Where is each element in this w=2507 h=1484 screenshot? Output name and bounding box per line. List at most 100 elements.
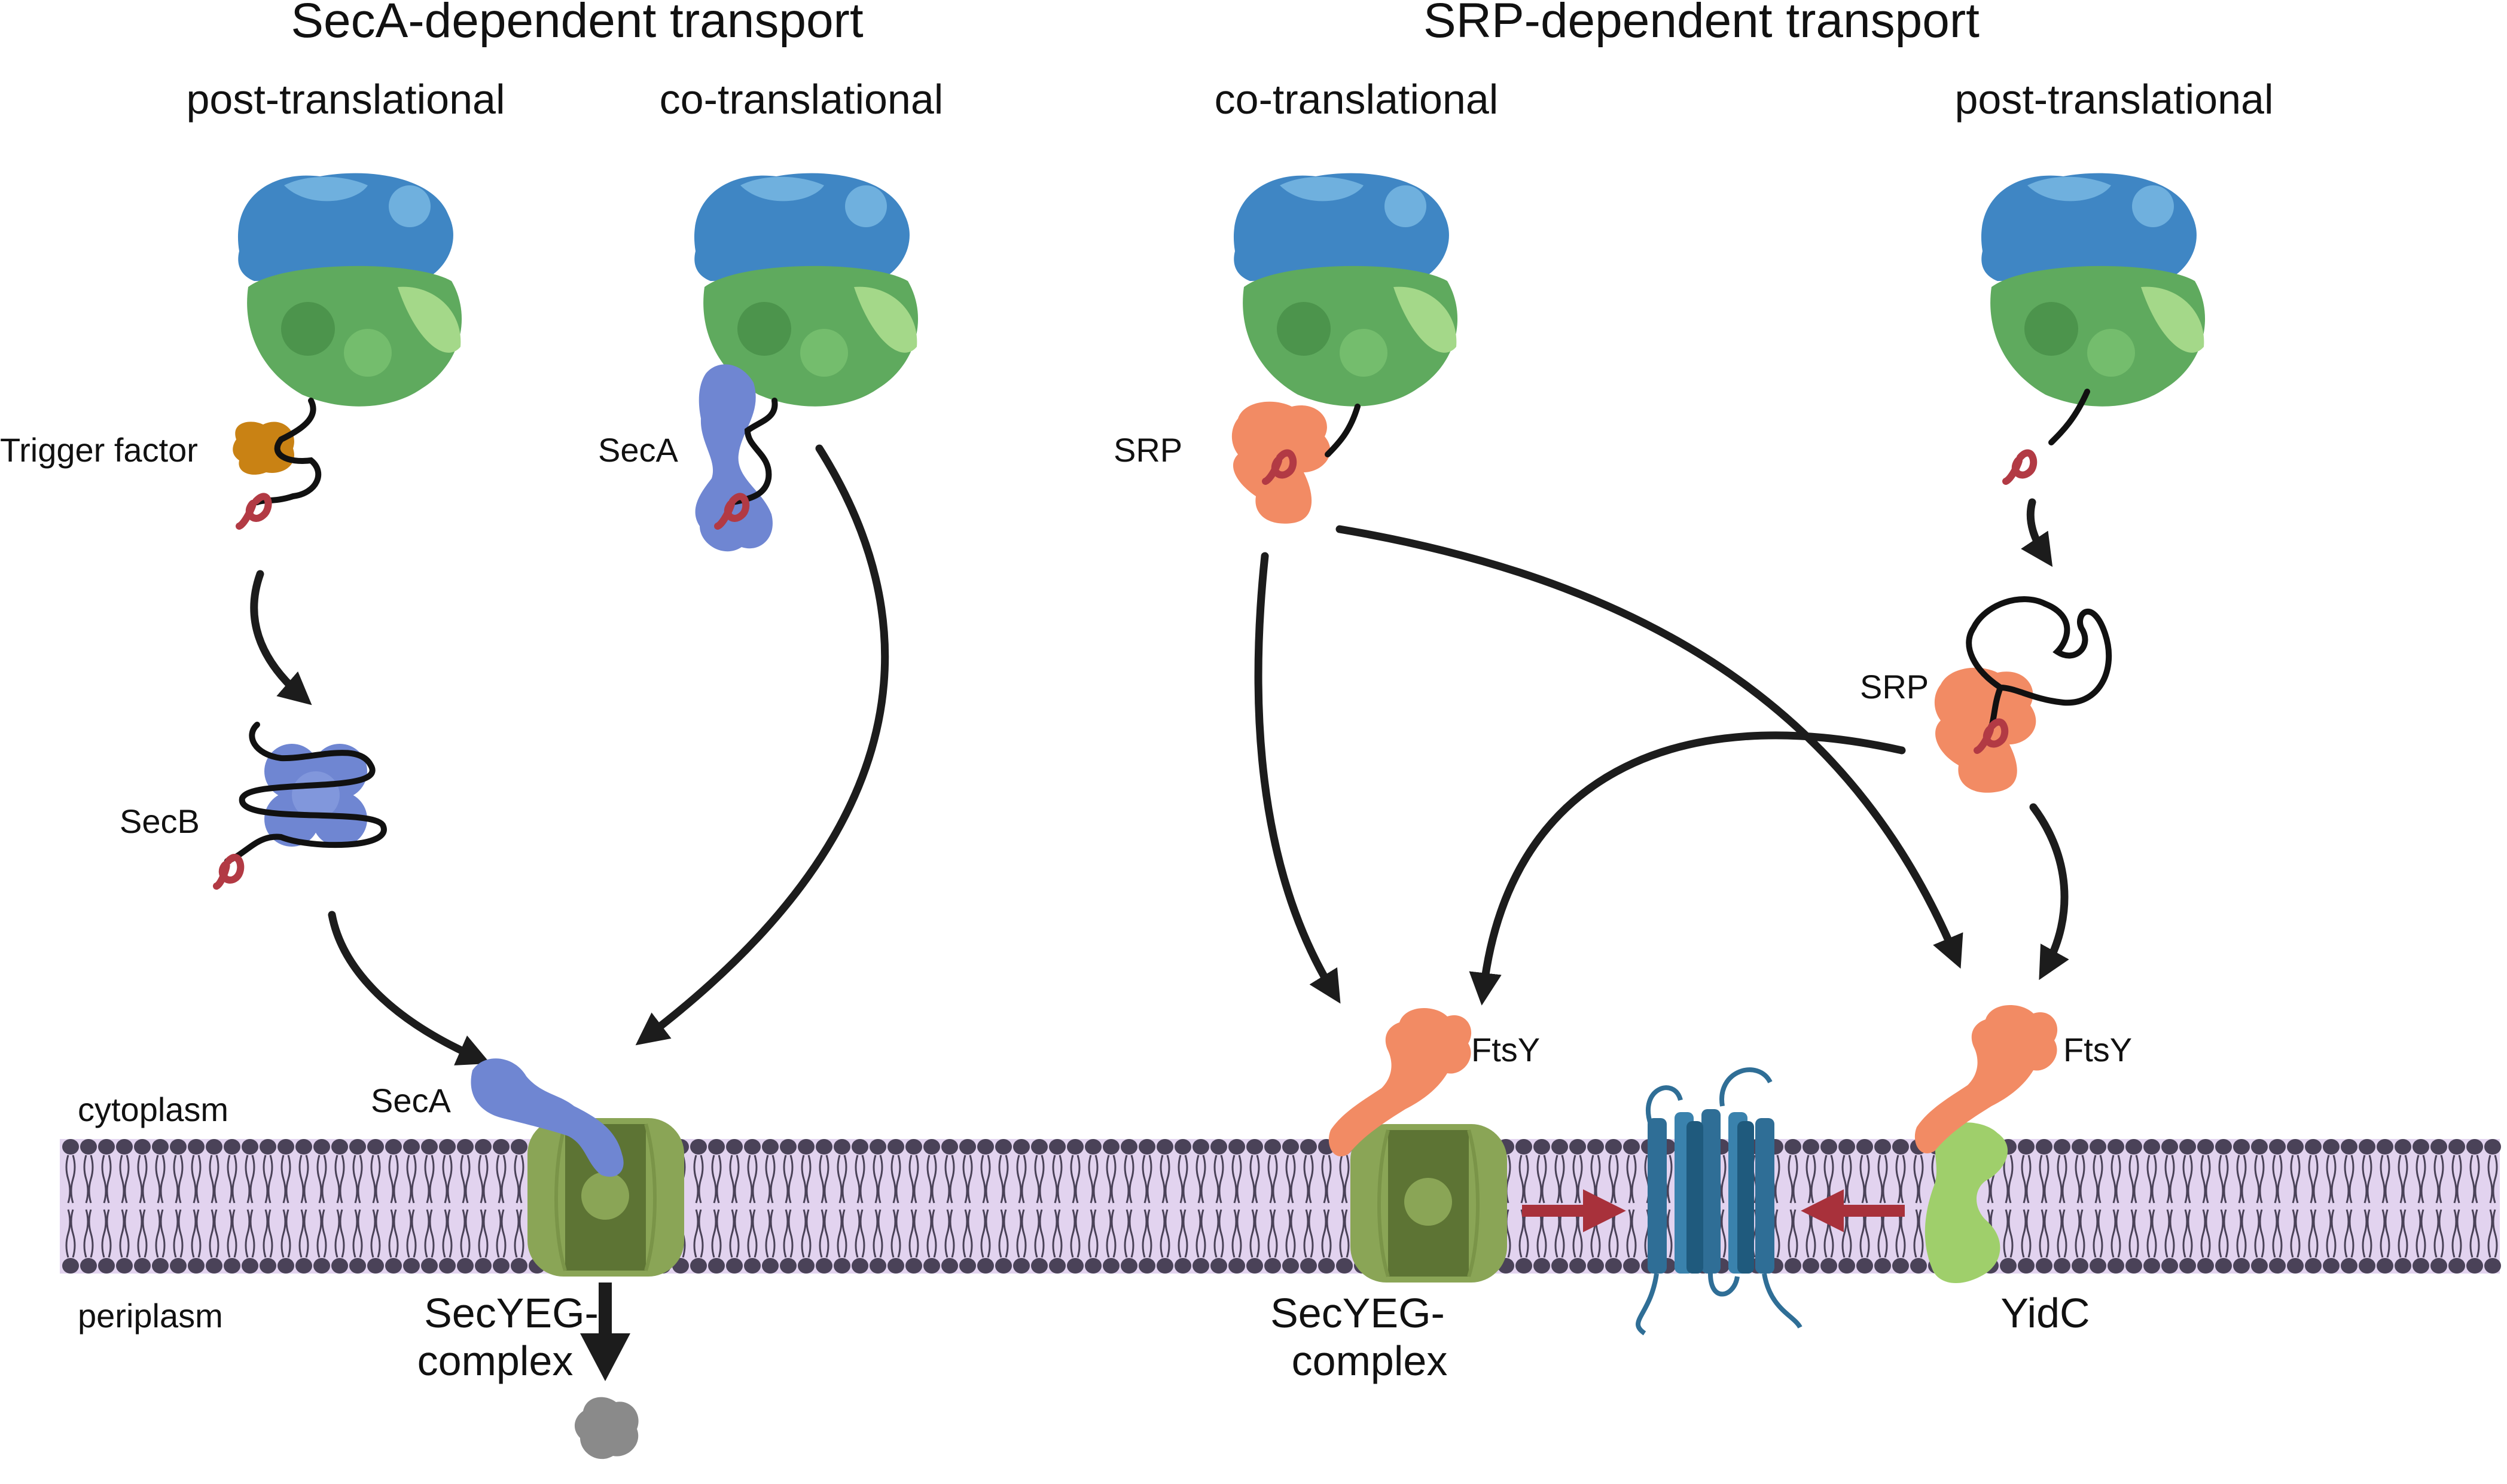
lipid-tail — [2469, 1209, 2480, 1258]
lipid-head — [708, 1139, 725, 1155]
lipid-head — [2395, 1139, 2411, 1155]
lipid-tail — [1303, 1209, 1314, 1258]
lipid-tail — [2200, 1209, 2211, 1258]
lipid-tail — [2362, 1209, 2372, 1258]
lipid-head — [1103, 1258, 1120, 1274]
arrow-to-srp-post — [2021, 498, 2053, 567]
lipid-head — [331, 1139, 348, 1155]
lipid-tail — [2308, 1209, 2319, 1258]
lipid-head — [941, 1258, 958, 1274]
lipid-head — [1121, 1258, 1137, 1274]
lipid-tail — [298, 1209, 309, 1258]
lipid-head — [1049, 1258, 1066, 1274]
lipid-head — [1049, 1139, 1066, 1155]
lipid-tail — [514, 1209, 524, 1258]
lipid-tail — [1267, 1209, 1278, 1258]
lipid-tail — [119, 1209, 130, 1258]
lipid-head — [2269, 1139, 2286, 1155]
lipid-head — [349, 1139, 366, 1155]
lipid-tail — [873, 1155, 883, 1204]
nascent-chain — [254, 398, 322, 505]
lipid-head — [2161, 1258, 2178, 1274]
lipid-tail — [2451, 1209, 2462, 1258]
lipid-tail — [1016, 1209, 1027, 1258]
label-seca-ribosome: SecA — [598, 431, 678, 469]
label-yidc: YidC — [2000, 1290, 2090, 1336]
lipid-tail — [801, 1155, 812, 1204]
lipid-head — [2395, 1258, 2411, 1274]
lipid-tail — [1626, 1155, 1637, 1204]
lipid-head — [2413, 1258, 2429, 1274]
lipid-head — [1085, 1258, 1102, 1274]
lipid-head — [2179, 1139, 2196, 1155]
column-srp-post: post-translational — [1954, 76, 2273, 123]
nascent-chain — [2048, 389, 2090, 445]
lipid-tail — [191, 1209, 202, 1258]
lipid-tail — [1841, 1155, 1852, 1204]
column-srp-co: co-translational — [1215, 76, 1499, 123]
lipid-tail — [2398, 1209, 2408, 1258]
lipid-head — [170, 1258, 187, 1274]
lipid-head — [1892, 1258, 1909, 1274]
ribosome-icon — [1981, 173, 2206, 407]
lipid-head — [1067, 1139, 1084, 1155]
lipid-tail — [1106, 1209, 1117, 1258]
lipid-head — [1605, 1139, 1622, 1155]
lipid-head — [80, 1139, 97, 1155]
lipid-tail — [137, 1155, 148, 1204]
lipid-tail — [1913, 1209, 1924, 1258]
lipid-head — [870, 1258, 886, 1274]
lipid-head — [2143, 1258, 2160, 1274]
lipid-tail — [1913, 1155, 1924, 1204]
lipid-head — [870, 1139, 886, 1155]
lipid-tail — [1160, 1209, 1170, 1258]
lipid-tail — [2236, 1155, 2247, 1204]
lipid-tail — [1231, 1209, 1242, 1258]
lipid-tail — [1052, 1155, 1063, 1204]
lipid-head — [2125, 1139, 2142, 1155]
lipid-tail — [2236, 1209, 2247, 1258]
lipid-tail — [1088, 1209, 1099, 1258]
lipid-head — [439, 1258, 456, 1274]
lipid-head — [1533, 1139, 1550, 1155]
lipid-tail — [2254, 1209, 2265, 1258]
lipid-tail — [1249, 1155, 1260, 1204]
lipid-tail — [1213, 1155, 1224, 1204]
lipid-tail — [280, 1155, 291, 1204]
seca-icon — [695, 364, 773, 552]
lipid-head — [403, 1139, 420, 1155]
lipid-tail — [83, 1155, 94, 1204]
lipid-head — [2000, 1258, 2017, 1274]
lipid-bilayer — [60, 1139, 2501, 1274]
lipid-tail — [65, 1209, 76, 1258]
lipid-tail — [783, 1209, 794, 1258]
lipid-head — [403, 1258, 420, 1274]
lipid-tail — [334, 1155, 345, 1204]
lipid-tail — [316, 1209, 327, 1258]
lipid-tail — [2039, 1155, 2049, 1204]
lipid-tail — [2487, 1155, 2498, 1204]
lipid-tail — [280, 1209, 291, 1258]
lipid-tail — [747, 1155, 758, 1204]
lipid-head — [2287, 1258, 2304, 1274]
lipid-head — [152, 1139, 169, 1155]
lipid-head — [923, 1139, 940, 1155]
lipid-tail — [1339, 1209, 1350, 1258]
arrow-seca-to-secyeg — [635, 444, 889, 1046]
lipid-tail — [2128, 1209, 2139, 1258]
lipid-head — [313, 1258, 330, 1274]
lipid-head — [1175, 1258, 1191, 1274]
lipid-tail — [496, 1209, 507, 1258]
lipid-tail — [460, 1209, 471, 1258]
lipid-tail — [908, 1155, 919, 1204]
lipid-tail — [406, 1155, 417, 1204]
lipid-tail — [1859, 1155, 1870, 1204]
lipid-head — [2161, 1139, 2178, 1155]
lipid-head — [2108, 1258, 2124, 1274]
lipid-head — [1623, 1139, 1640, 1155]
lipid-tail — [263, 1209, 273, 1258]
lipid-head — [385, 1258, 402, 1274]
lipid-tail — [173, 1209, 184, 1258]
lipid-tail — [1321, 1209, 1332, 1258]
lipid-head — [2018, 1139, 2035, 1155]
